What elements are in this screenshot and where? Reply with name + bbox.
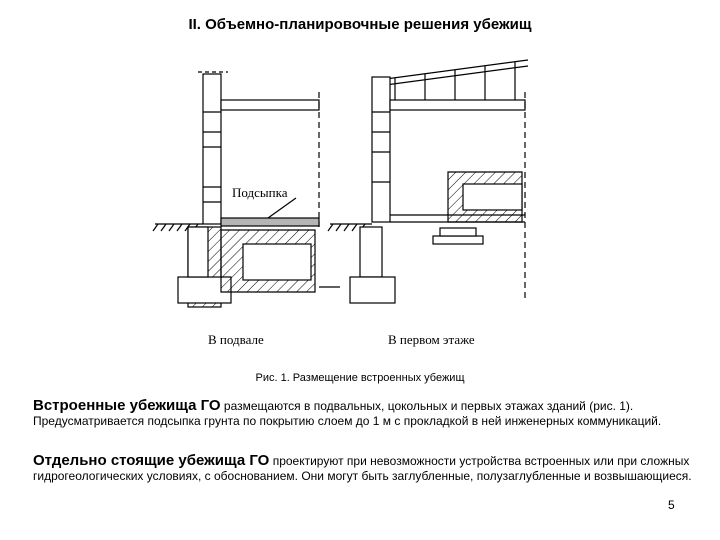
left-figure-caption: В подвале bbox=[208, 332, 264, 347]
paragraph-lead: Встроенные убежища ГО bbox=[33, 397, 221, 414]
shelter-drawing bbox=[152, 59, 529, 308]
basement-section bbox=[152, 71, 340, 308]
page-title: II. Объемно-планировочные решения убежищ bbox=[188, 16, 532, 33]
page-number: 5 bbox=[668, 498, 675, 512]
paragraph-standalone-shelters: Отдельно стоящие убежища ГО проектируют … bbox=[33, 453, 698, 484]
paragraph-text: размещаются в подвальных, цокольных и пе… bbox=[33, 399, 662, 428]
fill-label: Подсыпка bbox=[232, 185, 288, 200]
paragraph-lead: Отдельно стоящие убежища ГО bbox=[33, 452, 270, 469]
shelter-placement-figure bbox=[150, 52, 540, 352]
first-floor-section bbox=[327, 59, 529, 304]
paragraph-text: проектируют при невозможности устройства… bbox=[33, 454, 692, 483]
right-figure-caption: В первом этаже bbox=[388, 332, 475, 347]
paragraph-built-in-shelters: Встроенные убежища ГО размещаются в подв… bbox=[33, 398, 698, 429]
figure-caption: Рис. 1. Размещение встроенных убежищ bbox=[255, 372, 465, 384]
